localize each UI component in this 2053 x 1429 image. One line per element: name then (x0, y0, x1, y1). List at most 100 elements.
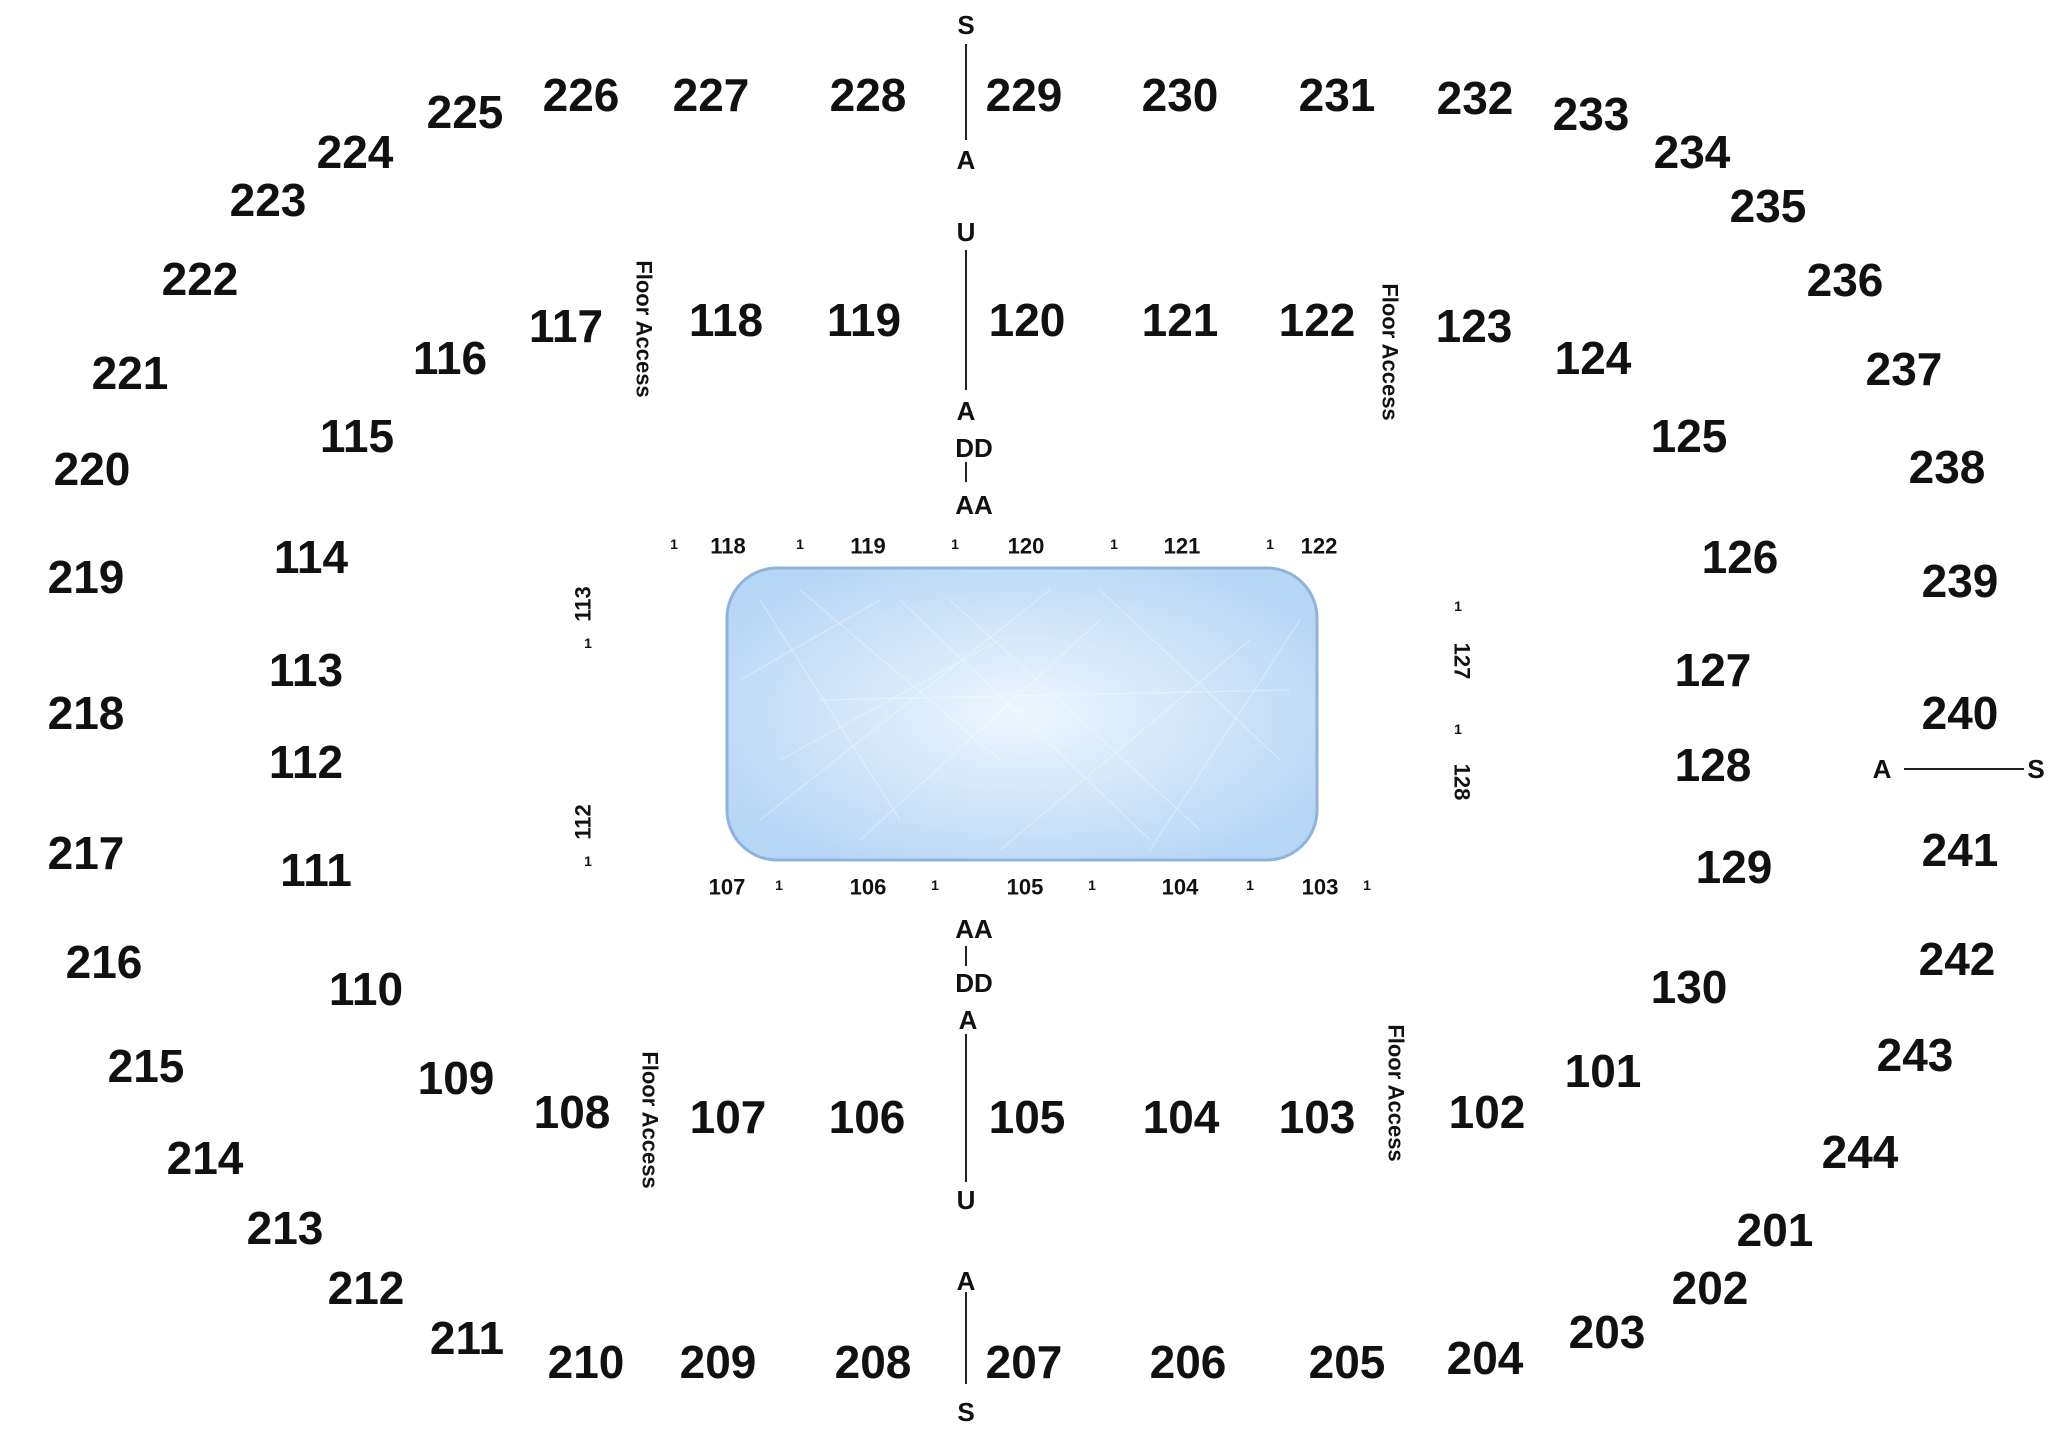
rinkside-section-127[interactable]: 127 (1450, 643, 1475, 680)
aisle-row-dd: DD (955, 433, 993, 463)
section-206[interactable]: 206 (1150, 1336, 1227, 1388)
section-242[interactable]: 242 (1919, 933, 1996, 985)
section-220[interactable]: 220 (54, 443, 131, 495)
section-205[interactable]: 205 (1309, 1336, 1386, 1388)
section-235[interactable]: 235 (1730, 180, 1807, 232)
section-236[interactable]: 236 (1807, 254, 1884, 306)
section-122[interactable]: 122 (1279, 294, 1356, 346)
section-120[interactable]: 120 (989, 294, 1066, 346)
section-219[interactable]: 219 (48, 551, 125, 603)
ice-rink (725, 566, 1319, 862)
rinkside-section-121[interactable]: 121 (1164, 534, 1201, 559)
section-203[interactable]: 203 (1569, 1306, 1646, 1358)
section-102[interactable]: 102 (1449, 1086, 1526, 1138)
section-208[interactable]: 208 (835, 1336, 912, 1388)
rinkside-section-112[interactable]: 112 (571, 804, 596, 840)
section-229[interactable]: 229 (986, 69, 1063, 121)
section-107[interactable]: 107 (690, 1091, 767, 1143)
section-130[interactable]: 130 (1651, 961, 1728, 1013)
row-one-marker: 1 (1266, 536, 1274, 552)
section-237[interactable]: 237 (1866, 343, 1943, 395)
rinkside-section-120[interactable]: 120 (1008, 534, 1045, 559)
section-244[interactable]: 244 (1822, 1126, 1899, 1178)
upper-level-sections: 2012022032042052062072082092102112122132… (48, 69, 1999, 1388)
section-112[interactable]: 112 (269, 736, 343, 788)
section-227[interactable]: 227 (673, 69, 750, 121)
rinkside-section-106[interactable]: 106 (850, 875, 887, 900)
section-230[interactable]: 230 (1142, 69, 1219, 121)
section-104[interactable]: 104 (1143, 1091, 1220, 1143)
section-123[interactable]: 123 (1436, 300, 1513, 352)
section-110[interactable]: 110 (329, 963, 403, 1015)
section-217[interactable]: 217 (48, 827, 125, 879)
section-214[interactable]: 214 (167, 1132, 244, 1184)
section-210[interactable]: 210 (548, 1336, 625, 1388)
section-238[interactable]: 238 (1909, 441, 1986, 493)
rinkside-section-119[interactable]: 119 (850, 534, 886, 559)
section-201[interactable]: 201 (1737, 1204, 1814, 1256)
section-105[interactable]: 105 (989, 1091, 1066, 1143)
section-106[interactable]: 106 (829, 1091, 906, 1143)
section-115[interactable]: 115 (320, 410, 394, 462)
section-125[interactable]: 125 (1651, 410, 1728, 462)
section-116[interactable]: 116 (413, 332, 487, 384)
section-240[interactable]: 240 (1922, 687, 1999, 739)
section-103[interactable]: 103 (1279, 1091, 1356, 1143)
section-233[interactable]: 233 (1553, 88, 1630, 140)
section-216[interactable]: 216 (66, 936, 143, 988)
floor-access-label: Floor Access (638, 1051, 663, 1188)
section-211[interactable]: 211 (430, 1312, 504, 1364)
section-113[interactable]: 113 (269, 644, 343, 696)
section-221[interactable]: 221 (92, 347, 169, 399)
section-114[interactable]: 114 (274, 531, 349, 583)
section-226[interactable]: 226 (543, 69, 620, 121)
row-one-marker: 1 (1110, 536, 1118, 552)
row-one-marker: 1 (1363, 877, 1371, 893)
section-127[interactable]: 127 (1675, 644, 1752, 696)
section-111[interactable]: 111 (280, 844, 352, 896)
rinkside-section-103[interactable]: 103 (1302, 875, 1339, 900)
rinkside-section-118[interactable]: 118 (710, 534, 746, 559)
section-215[interactable]: 215 (108, 1040, 185, 1092)
section-108[interactable]: 108 (534, 1086, 611, 1138)
section-243[interactable]: 243 (1877, 1029, 1954, 1081)
section-117[interactable]: 117 (529, 300, 603, 352)
section-224[interactable]: 224 (317, 126, 394, 178)
section-124[interactable]: 124 (1555, 332, 1632, 384)
aisle-row-s: S (957, 10, 974, 40)
section-204[interactable]: 204 (1447, 1332, 1524, 1384)
rinkside-section-113[interactable]: 113 (571, 586, 596, 622)
section-223[interactable]: 223 (230, 174, 307, 226)
section-232[interactable]: 232 (1437, 72, 1514, 124)
aisle-row-a: A (959, 1005, 978, 1035)
rinkside-section-105[interactable]: 105 (1007, 875, 1044, 900)
rinkside-section-104[interactable]: 104 (1162, 875, 1199, 900)
section-202[interactable]: 202 (1672, 1262, 1749, 1314)
rinkside-section-128[interactable]: 128 (1450, 764, 1475, 801)
section-121[interactable]: 121 (1142, 294, 1219, 346)
rinkside-section-122[interactable]: 122 (1301, 534, 1338, 559)
section-225[interactable]: 225 (427, 86, 504, 138)
section-212[interactable]: 212 (328, 1262, 405, 1314)
section-109[interactable]: 109 (418, 1052, 495, 1104)
section-239[interactable]: 239 (1922, 555, 1999, 607)
section-207[interactable]: 207 (986, 1336, 1063, 1388)
section-213[interactable]: 213 (247, 1202, 324, 1254)
section-231[interactable]: 231 (1299, 69, 1376, 121)
section-129[interactable]: 129 (1696, 841, 1773, 893)
section-228[interactable]: 228 (830, 69, 907, 121)
section-222[interactable]: 222 (162, 253, 239, 305)
section-101[interactable]: 101 (1565, 1045, 1642, 1097)
section-126[interactable]: 126 (1702, 531, 1779, 583)
rinkside-section-107[interactable]: 107 (709, 875, 746, 900)
section-118[interactable]: 118 (689, 294, 763, 346)
section-119[interactable]: 119 (827, 294, 901, 346)
section-218[interactable]: 218 (48, 687, 125, 739)
section-128[interactable]: 128 (1675, 739, 1752, 791)
section-209[interactable]: 209 (680, 1336, 757, 1388)
section-241[interactable]: 241 (1922, 824, 1999, 876)
section-234[interactable]: 234 (1654, 126, 1731, 178)
